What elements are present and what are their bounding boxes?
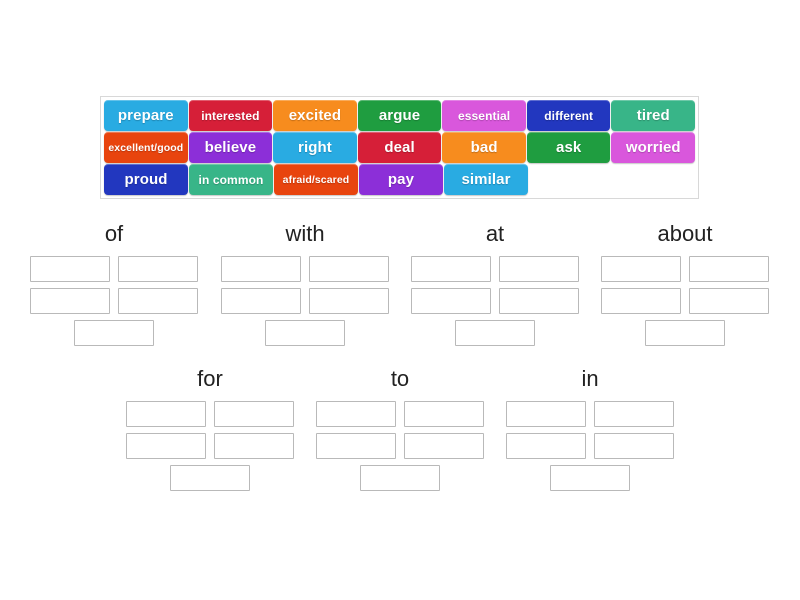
drop-group-label-at: at bbox=[485, 221, 505, 246]
drop-group-about: about bbox=[597, 222, 773, 352]
drop-slot[interactable] bbox=[689, 288, 769, 314]
slot-row bbox=[407, 320, 583, 346]
drop-slot[interactable] bbox=[411, 288, 491, 314]
slot-row bbox=[407, 256, 583, 282]
drop-slot[interactable] bbox=[499, 288, 579, 314]
drop-slot[interactable] bbox=[594, 401, 674, 427]
drop-slot[interactable] bbox=[309, 288, 389, 314]
slot-row bbox=[26, 288, 202, 314]
drop-group-label-with: with bbox=[285, 221, 325, 246]
drop-slot[interactable] bbox=[316, 433, 396, 459]
slot-row bbox=[26, 256, 202, 282]
drop-slot[interactable] bbox=[404, 433, 484, 459]
drop-group-label-for: for bbox=[197, 366, 223, 391]
drop-slot[interactable] bbox=[316, 401, 396, 427]
drop-slot[interactable] bbox=[30, 256, 110, 282]
slot-row bbox=[597, 288, 773, 314]
drop-group-for: for bbox=[122, 367, 298, 497]
drop-slot[interactable] bbox=[689, 256, 769, 282]
word-tile[interactable]: bad bbox=[442, 132, 526, 163]
drop-slot[interactable] bbox=[30, 288, 110, 314]
word-tile[interactable]: pay bbox=[359, 164, 443, 195]
word-tile[interactable]: deal bbox=[357, 132, 442, 163]
drop-slot[interactable] bbox=[221, 256, 301, 282]
drop-group-label-of: of bbox=[104, 221, 124, 246]
slot-row bbox=[502, 401, 678, 427]
slot-row bbox=[597, 320, 773, 346]
drop-slot[interactable] bbox=[499, 256, 579, 282]
word-tile[interactable]: essential bbox=[442, 100, 526, 131]
drop-slot[interactable] bbox=[126, 401, 206, 427]
drop-slot[interactable] bbox=[506, 433, 586, 459]
word-tile[interactable]: right bbox=[273, 132, 357, 163]
slot-row bbox=[122, 433, 298, 459]
drop-group-of: of bbox=[26, 222, 202, 352]
word-tile[interactable]: afraid/scared bbox=[274, 164, 358, 195]
drop-slot[interactable] bbox=[214, 433, 294, 459]
drop-slot[interactable] bbox=[601, 256, 681, 282]
drop-group-in: in bbox=[502, 367, 678, 497]
slot-row bbox=[122, 401, 298, 427]
word-tile[interactable]: different bbox=[526, 100, 611, 131]
drop-slot[interactable] bbox=[645, 320, 725, 346]
slot-row bbox=[26, 320, 202, 346]
word-tile[interactable]: in common bbox=[189, 164, 273, 195]
drop-slot[interactable] bbox=[601, 288, 681, 314]
drop-group-to: to bbox=[312, 367, 488, 497]
drop-slot[interactable] bbox=[118, 256, 198, 282]
drop-slot[interactable] bbox=[221, 288, 301, 314]
drop-slot[interactable] bbox=[550, 465, 630, 491]
slot-row bbox=[407, 288, 583, 314]
slot-row bbox=[312, 433, 488, 459]
word-tile[interactable]: believe bbox=[188, 132, 273, 163]
drop-slot[interactable] bbox=[594, 433, 674, 459]
drop-slot[interactable] bbox=[118, 288, 198, 314]
word-tile[interactable]: excellent/good bbox=[104, 132, 188, 163]
drop-group-at: at bbox=[407, 222, 583, 352]
drop-slot[interactable] bbox=[404, 401, 484, 427]
drop-group-label-to: to bbox=[390, 366, 410, 391]
word-tile[interactable]: similar bbox=[444, 164, 528, 195]
slot-row bbox=[122, 465, 298, 491]
word-tile[interactable]: argue bbox=[357, 100, 442, 131]
word-tile[interactable]: worried bbox=[611, 132, 696, 163]
drop-slot[interactable] bbox=[360, 465, 440, 491]
slot-row bbox=[312, 465, 488, 491]
slot-row bbox=[312, 401, 488, 427]
word-tile[interactable]: interested bbox=[188, 100, 273, 131]
word-tile[interactable]: excited bbox=[273, 100, 357, 131]
word-tile[interactable]: ask bbox=[526, 132, 611, 163]
slot-row bbox=[597, 256, 773, 282]
slot-row bbox=[502, 433, 678, 459]
word-tile[interactable]: prepare bbox=[104, 100, 188, 131]
word-tile[interactable]: tired bbox=[611, 100, 696, 131]
drop-group-label-about: about bbox=[657, 221, 713, 246]
slot-row bbox=[217, 256, 393, 282]
drop-group-with: with bbox=[217, 222, 393, 352]
drop-group-label-in: in bbox=[581, 366, 599, 391]
drop-slot[interactable] bbox=[74, 320, 154, 346]
slot-row bbox=[217, 288, 393, 314]
drop-slot[interactable] bbox=[170, 465, 250, 491]
word-tile[interactable]: proud bbox=[104, 164, 188, 195]
drop-slot[interactable] bbox=[126, 433, 206, 459]
drop-slot[interactable] bbox=[455, 320, 535, 346]
drop-slot[interactable] bbox=[506, 401, 586, 427]
slot-row bbox=[217, 320, 393, 346]
slot-row bbox=[502, 465, 678, 491]
drop-slot[interactable] bbox=[265, 320, 345, 346]
drop-slot[interactable] bbox=[214, 401, 294, 427]
drop-slot[interactable] bbox=[411, 256, 491, 282]
drop-slot[interactable] bbox=[309, 256, 389, 282]
